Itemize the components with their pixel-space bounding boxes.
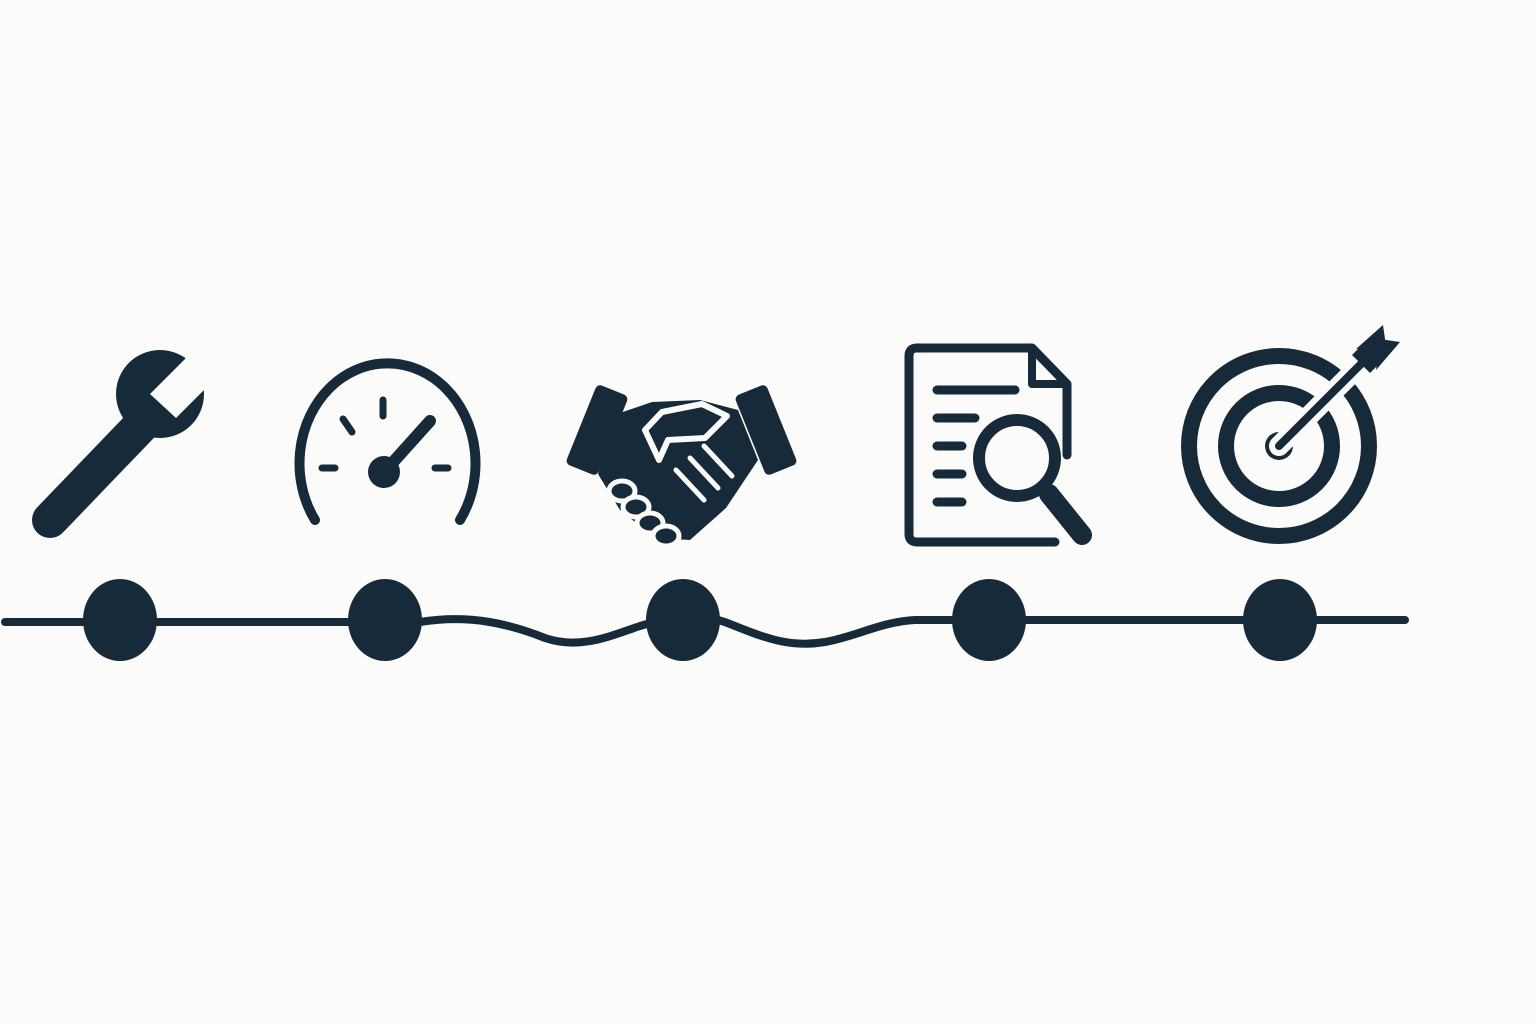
speedometer-icon xyxy=(294,358,481,525)
timeline-node-5 xyxy=(1243,579,1317,661)
document-search-icon xyxy=(904,343,1092,547)
handshake-icon xyxy=(566,385,797,549)
timeline-nodes xyxy=(83,579,1317,661)
timeline-node-4 xyxy=(952,579,1026,661)
timeline-node-2 xyxy=(348,579,422,661)
timeline-node-1 xyxy=(83,579,157,661)
timeline-node-3 xyxy=(646,579,720,661)
target-arrow-icon xyxy=(1181,325,1400,544)
wrench-icon xyxy=(32,348,222,538)
